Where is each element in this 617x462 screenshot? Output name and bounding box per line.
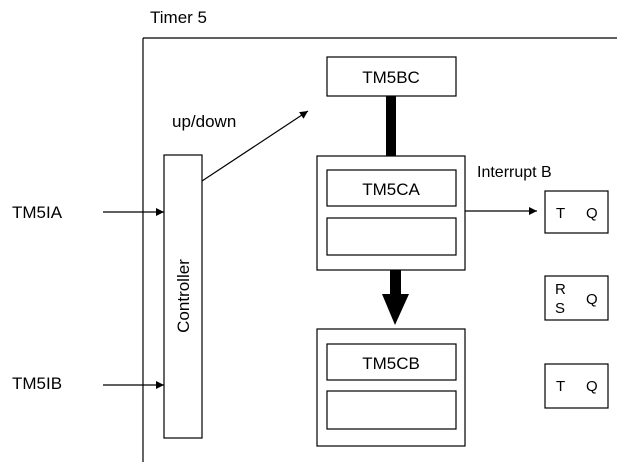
controller-box	[163, 154, 203, 439]
register-ca-lower	[326, 217, 457, 256]
flipflop-2-pin-s: S	[555, 300, 565, 317]
flipflop-2-pin-r: R	[555, 281, 566, 298]
register-label-tm5bc: TM5BC	[362, 68, 420, 87]
transfer-arrow-shaft	[390, 270, 401, 295]
input-label-tm5ia: TM5IA	[12, 203, 63, 222]
bus-connector	[386, 96, 396, 156]
timer-title: Timer 5	[150, 8, 207, 27]
register-cb-lower	[326, 390, 457, 430]
flipflop-3	[544, 363, 609, 409]
flipflop-3-pin-t: T	[556, 378, 565, 395]
input-label-tm5ib: TM5IB	[12, 374, 62, 393]
up-down-label: up/down	[172, 112, 236, 131]
timer-boundary	[142, 37, 617, 462]
register-label-tm5cb: TM5CB	[362, 354, 420, 373]
transfer-arrow-head	[382, 294, 409, 325]
controller-label: Controller	[174, 259, 193, 333]
register-tm5ca	[326, 169, 457, 207]
flipflop-2	[544, 275, 609, 321]
up-down-arrow	[201, 110, 309, 182]
register-label-tm5ca: TM5CA	[362, 180, 420, 199]
interrupt-label: Interrupt B	[477, 164, 552, 181]
flipflop-1	[544, 190, 609, 234]
flipflop-1-pin-t: T	[556, 205, 565, 222]
flipflop-3-pin-q: Q	[586, 378, 598, 395]
flipflop-1-pin-q: Q	[586, 205, 598, 222]
flipflop-2-pin-q: Q	[586, 291, 598, 308]
register-tm5cb	[326, 343, 457, 381]
